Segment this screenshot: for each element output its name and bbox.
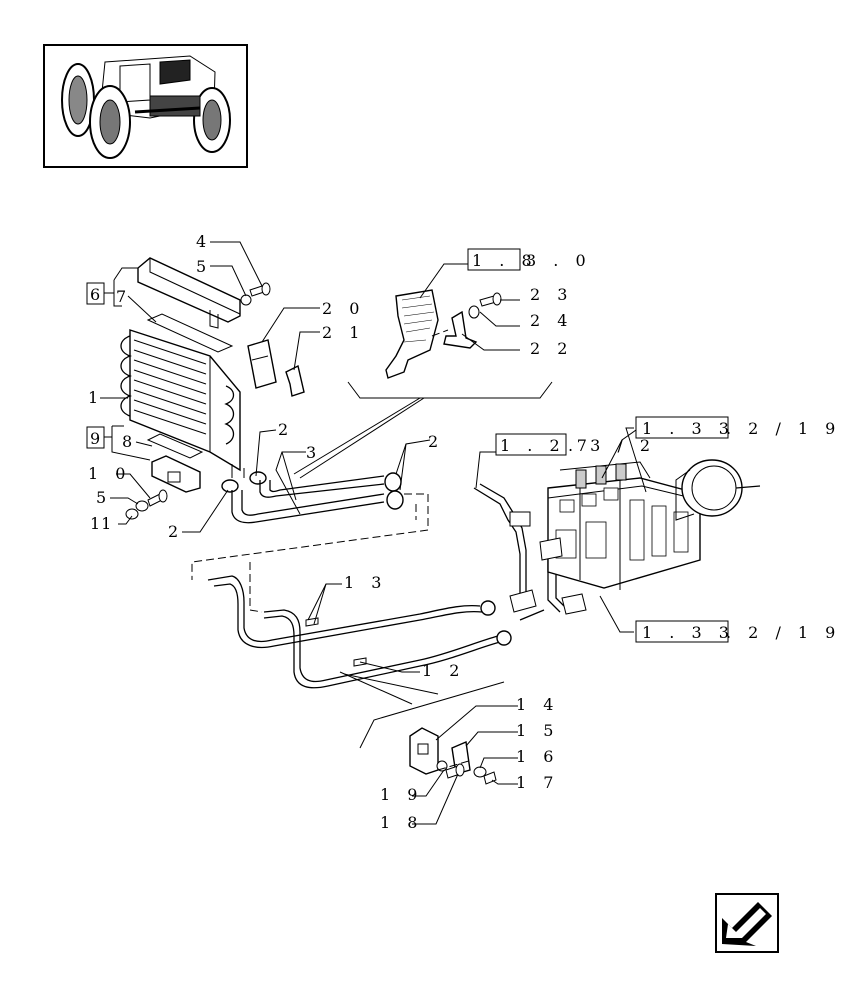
ref-1-83-0-tail: 3 . 0 — [526, 251, 592, 270]
back-arrow-icon — [722, 902, 772, 946]
callout-13: 1 3 — [344, 573, 387, 592]
bolt-4 — [249, 282, 271, 297]
ref-1-27-3-2[interactable]: 1 . 2 7 . 3 / 2 — [495, 433, 656, 456]
tractor-icon — [61, 55, 231, 159]
callout-21: 2 1 — [322, 323, 365, 342]
pipe-12 — [263, 609, 501, 689]
bolt-18 — [445, 763, 465, 779]
pad-8 — [146, 433, 204, 459]
bracket-22 — [443, 310, 478, 349]
bracket-14 — [409, 727, 439, 775]
callout-22: 2 2 — [530, 339, 573, 358]
pipe-13 — [207, 575, 483, 649]
clip-21 — [285, 364, 305, 397]
callout-24: 2 4 — [530, 311, 573, 330]
ref-1-33-bottom-boxed: 1 . 3 3 — [642, 623, 735, 642]
callout-23: 2 3 — [530, 285, 573, 304]
oil-cooler — [120, 329, 245, 478]
callout-11: 11 — [90, 514, 112, 533]
ref-1-33-2-19-top[interactable]: 1 . 3 3 . 2 / 1 9 — [635, 416, 841, 439]
callout-7: 7 — [116, 287, 132, 306]
pipe-3a — [231, 490, 385, 524]
callout-10: 1 0 — [88, 464, 131, 483]
clamp-2c — [384, 472, 402, 492]
nut-11 — [125, 508, 139, 520]
pad-7 — [146, 313, 234, 353]
callout-2-mid: 2 — [278, 420, 294, 439]
ref-1-27-3-2-tail: . 3 / 2 — [568, 436, 656, 455]
clip-plate-20 — [247, 339, 277, 389]
control-valve — [539, 461, 701, 590]
leader-lines — [100, 241, 647, 825]
spool-drum — [675, 459, 761, 521]
callout-5-bottom: 5 — [96, 488, 112, 507]
clamp-2a — [221, 479, 239, 493]
top-bracket — [137, 257, 241, 329]
clamp-2b — [249, 471, 267, 485]
frame-bracket — [385, 289, 439, 379]
callout-2-right: 2 — [428, 432, 444, 451]
bolt-23 — [479, 292, 502, 307]
ref-1-27-3-2-boxed: 1 . 2 7 — [500, 436, 593, 455]
callout-20: 2 0 — [322, 299, 365, 318]
lower-bracket — [151, 455, 201, 493]
back-arrow-button[interactable] — [715, 893, 779, 953]
kit-box-9[interactable]: 9 — [86, 426, 106, 449]
ref-1-83-0-boxed: 1 . 8 — [472, 251, 538, 270]
callout-18: 1 8 — [380, 813, 423, 832]
callout-12: 1 2 — [422, 661, 465, 680]
pipe-fittings — [473, 483, 587, 621]
callout-19: 1 9 — [380, 785, 423, 804]
washer-24 — [468, 305, 480, 319]
ref-1-33-top-tail: . 2 / 1 9 — [726, 419, 841, 438]
callout-3: 3 — [306, 443, 322, 462]
bolt-10 — [147, 489, 168, 507]
pipe-3b — [259, 480, 385, 498]
kit-box-9-label: 9 — [90, 429, 106, 448]
washer-5 — [240, 294, 252, 306]
clamp-2d — [386, 490, 404, 510]
ref-1-33-top-boxed: 1 . 3 3 — [642, 419, 735, 438]
callout-labels: 4 5 7 1 8 1 0 5 11 2 2 3 2 2 0 2 1 2 3 2… — [88, 232, 573, 832]
callout-15: 1 5 — [516, 721, 559, 740]
ref-1-33-bottom-tail: . 2 / 1 9 — [726, 623, 841, 642]
tractor-thumbnail[interactable] — [43, 44, 248, 168]
kit-box-6-label: 6 — [90, 285, 106, 304]
washer-5b — [135, 500, 149, 512]
ref-1-83-0[interactable]: 1 . 8 3 . 0 — [467, 248, 592, 271]
callout-17: 1 7 — [516, 773, 559, 792]
callout-14: 1 4 — [516, 695, 559, 714]
kit-box-6[interactable]: 6 — [86, 282, 106, 305]
callout-2-left: 2 — [168, 522, 184, 541]
callout-8: 8 — [122, 432, 138, 451]
callout-16: 1 6 — [516, 747, 559, 766]
callout-5-top: 5 — [196, 257, 212, 276]
ref-1-33-2-19-bottom[interactable]: 1 . 3 3 . 2 / 1 9 — [635, 620, 841, 643]
callout-4: 4 — [196, 232, 212, 251]
callout-1: 1 — [88, 388, 104, 407]
